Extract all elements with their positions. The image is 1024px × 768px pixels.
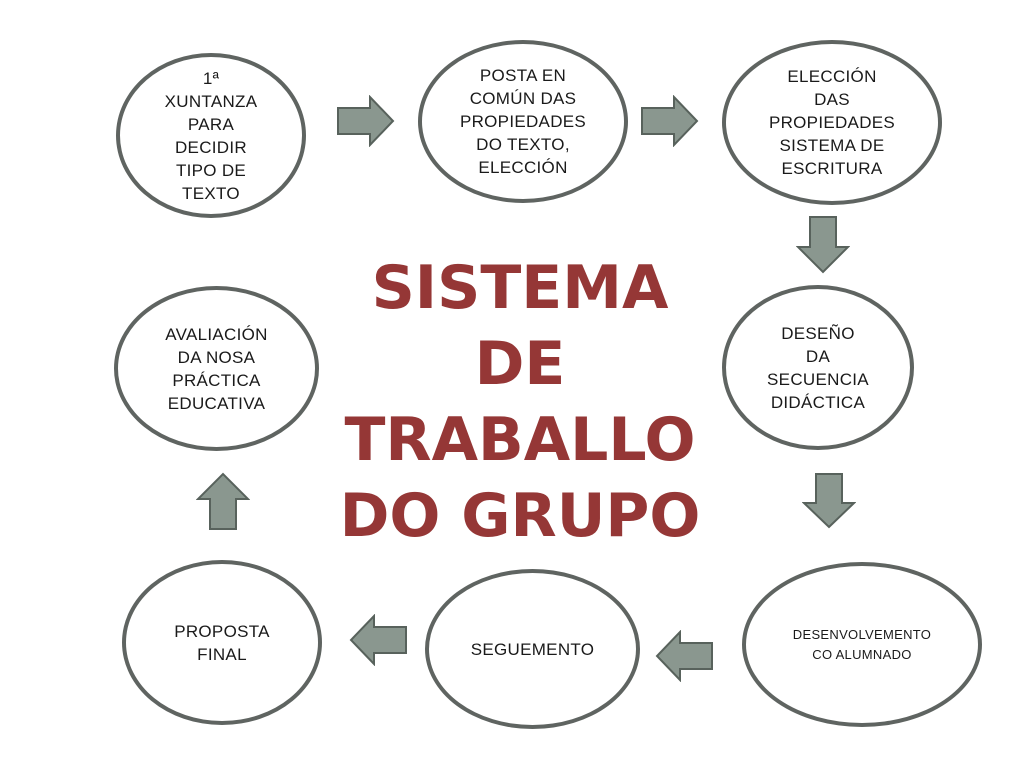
node-development-with-students: DESENVOLVEMENTO CO ALUMNADO [742, 562, 982, 727]
node-development-with-students-label: DESENVOLVEMENTO CO ALUMNADO [792, 626, 932, 662]
node-sequence-design: DESEÑO DA SECUENCIA DIDÁCTICA [722, 285, 914, 450]
node-final-proposal: PROPOSTA FINAL [122, 560, 322, 725]
block-arrow-right-icon [337, 95, 395, 147]
node-pooling-properties: POSTA EN COMÚN DAS PROPIEDADES DO TEXTO,… [418, 40, 628, 203]
node-first-meeting-label: 1ª XUNTANZA PARA DECIDIR TIPO DE TEXTO [164, 68, 258, 203]
node-evaluation: AVALIACIÓN DA NOSA PRÁCTICA EDUCATIVA [114, 286, 319, 451]
block-arrow-up-icon [196, 472, 250, 530]
node-choosing-properties: ELECCIÓN DAS PROPIEDADES SISTEMA DE ESCR… [722, 40, 942, 205]
block-arrow-right-icon [641, 95, 699, 147]
block-arrow-left-icon [349, 614, 407, 666]
node-choosing-properties-label: ELECCIÓN DAS PROPIEDADES SISTEMA DE ESCR… [768, 67, 896, 178]
diagram-title: SISTEMA DE TRABALLO DO GRUPO [339, 253, 701, 551]
node-follow-up-label: SEGUEMENTO [470, 639, 595, 659]
node-follow-up: SEGUEMENTO [425, 569, 640, 729]
block-arrow-left-icon [655, 630, 713, 682]
node-sequence-design-label: DESEÑO DA SECUENCIA DIDÁCTICA [767, 323, 869, 412]
node-final-proposal-label: PROPOSTA FINAL [174, 621, 270, 664]
block-arrow-down-icon [802, 473, 856, 529]
block-arrow-down-icon [796, 216, 850, 274]
node-first-meeting: 1ª XUNTANZA PARA DECIDIR TIPO DE TEXTO [116, 53, 306, 218]
node-pooling-properties-label: POSTA EN COMÚN DAS PROPIEDADES DO TEXTO,… [459, 66, 587, 177]
node-evaluation-label: AVALIACIÓN DA NOSA PRÁCTICA EDUCATIVA [165, 324, 268, 413]
